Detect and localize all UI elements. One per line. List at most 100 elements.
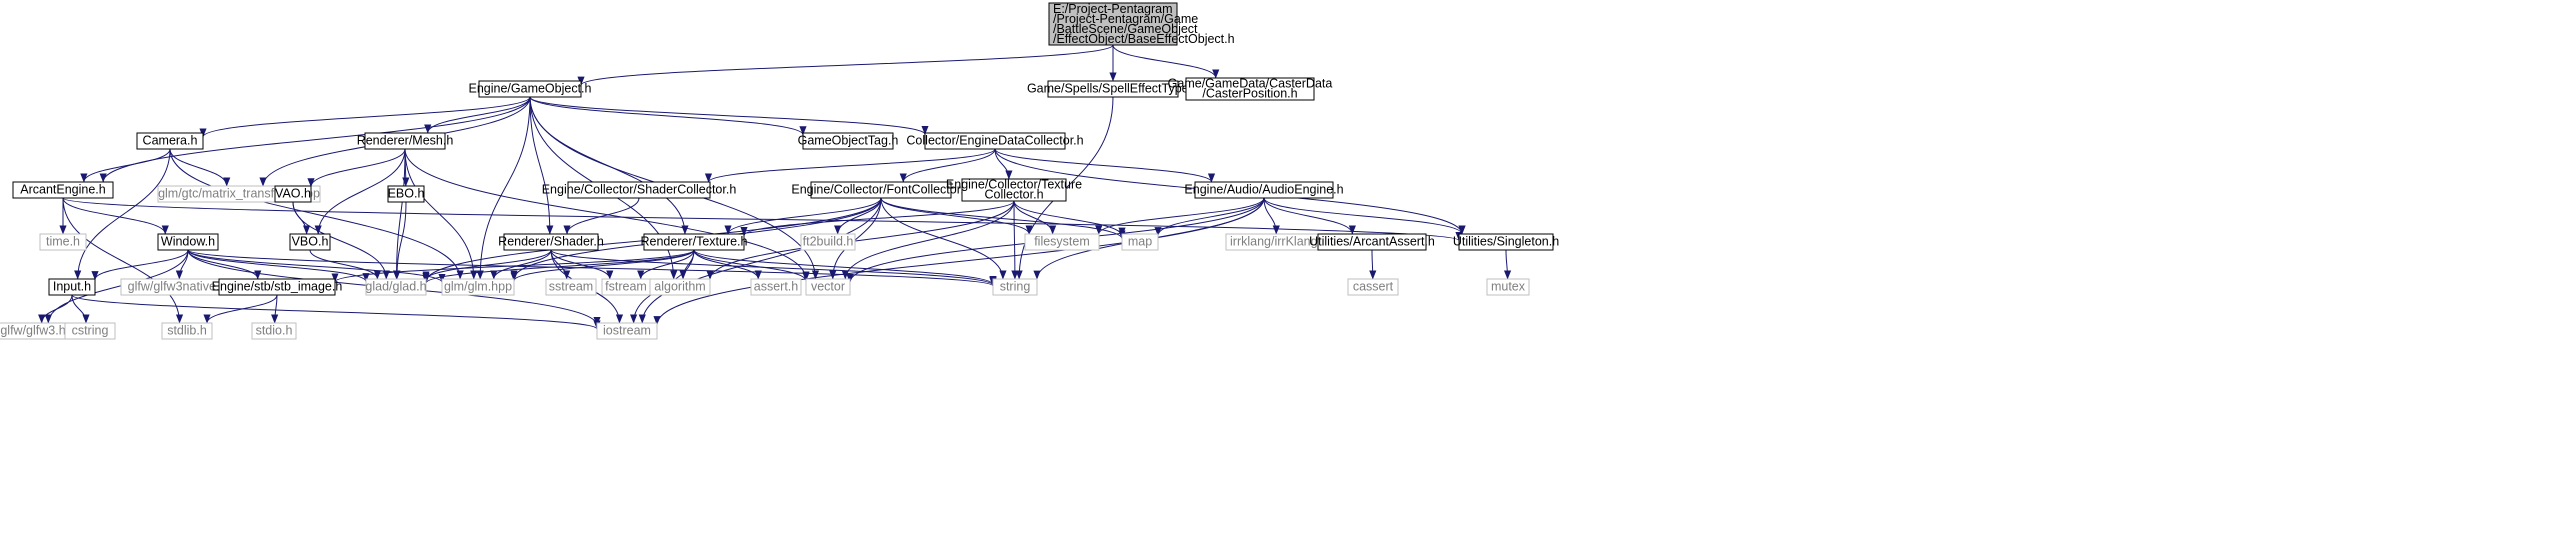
- node-box-string: [992, 278, 1038, 296]
- edge-fontcollector-to-iostream: [638, 197, 882, 324]
- node-label-mesh: Renderer/Mesh.h: [357, 134, 454, 148]
- node-label-texturecollector-line-1: Collector.h: [984, 188, 1043, 202]
- node-box-spelleffecttype: [1047, 80, 1179, 98]
- edge-fontcollector-to-string: [880, 197, 1007, 280]
- edge-gameobject-to-shader: [529, 96, 554, 235]
- node-box-mesh: [364, 132, 446, 150]
- node-label-vao: VAO.h: [275, 187, 311, 201]
- node-audioengine[interactable]: Engine/Audio/AudioEngine.h: [1184, 181, 1344, 199]
- node-box-root: [1048, 2, 1178, 46]
- node-arcantassert[interactable]: Utilities/ArcantAssert.h: [1309, 233, 1435, 251]
- node-box-vao: [274, 185, 312, 203]
- edge-enginedatacollector-to-fontcollector: [899, 148, 996, 183]
- node-label-vbo: VBO.h: [292, 235, 329, 249]
- node-label-texturecollector-line-0: Engine/Collector/Texture: [946, 178, 1082, 192]
- node-vao[interactable]: VAO.h: [274, 185, 312, 203]
- node-fontcollector[interactable]: Engine/Collector/FontCollector.h: [791, 181, 971, 199]
- node-label-shadercollector: Engine/Collector/ShaderCollector.h: [542, 183, 737, 197]
- edge-input-to-cstring: [71, 294, 90, 324]
- node-vector: vector: [805, 278, 851, 296]
- edge-mesh-to-vector: [404, 148, 810, 281]
- node-shader[interactable]: Renderer/Shader.h: [498, 233, 604, 251]
- node-root[interactable]: E:/Project-Pentagram/Project-Pentagram/G…: [1048, 2, 1235, 46]
- node-gameobject[interactable]: Engine/GameObject.h: [469, 80, 592, 98]
- edge-texture-to-vector: [693, 249, 810, 282]
- edge-gameobject-to-glmhpp: [476, 96, 531, 280]
- node-box-asserth: [750, 278, 802, 296]
- node-box-enginedatacollector: [924, 132, 1066, 150]
- node-ebo[interactable]: EBO.h: [387, 185, 425, 203]
- node-casterposition[interactable]: Game/GameData/CasterData/CasterPosition.…: [1168, 77, 1333, 101]
- node-label-irrklang: irrklang/irrKlang.h: [1230, 235, 1328, 249]
- edge-texturecollector-to-texture: [740, 200, 1015, 237]
- node-texture[interactable]: Renderer/Texture.h: [640, 233, 748, 251]
- node-label-ft2build: ft2build.h: [803, 235, 854, 249]
- node-arcantengine[interactable]: ArcantEngine.h: [12, 181, 114, 199]
- node-box-shadercollector: [567, 181, 711, 199]
- edge-mesh-to-vbo: [314, 148, 406, 235]
- edge-window-to-glfw3: [44, 249, 189, 324]
- node-label-stdio: stdio.h: [256, 324, 293, 338]
- edge-texture-to-fstream: [637, 249, 695, 280]
- edge-ebo-to-gladh: [393, 201, 407, 280]
- node-label-gladh: glad/glad.h: [365, 280, 426, 294]
- node-gameobjecttag[interactable]: GameObjectTag.h: [798, 132, 899, 150]
- node-asserth: assert.h: [750, 278, 802, 296]
- node-label-mutex: mutex: [1491, 280, 1526, 294]
- edge-audioengine-to-filesystem: [1095, 197, 1265, 235]
- node-window[interactable]: Window.h: [157, 233, 219, 251]
- node-spelleffecttype[interactable]: Game/Spells/SpellEffectType.h: [1027, 80, 1199, 98]
- edge-vbo-to-gladh: [309, 249, 381, 280]
- edge-arcantengine-to-singleton: [62, 197, 1463, 242]
- node-stbimage[interactable]: Engine/stb/stb_image.h: [212, 278, 343, 296]
- node-label-glfw3native: glfw/glfw3native.h: [128, 280, 227, 294]
- node-box-vbo: [289, 233, 331, 251]
- node-box-stdio: [251, 322, 297, 340]
- node-enginedatacollector[interactable]: Collector/EngineDataCollector.h: [906, 132, 1084, 150]
- node-box-gameobject: [478, 80, 582, 98]
- node-label-glfw3: glfw/glfw3.h: [0, 324, 65, 338]
- node-label-casterposition-line-0: Game/GameData/CasterData: [1168, 77, 1333, 91]
- edge-input-to-glfw3: [38, 294, 73, 324]
- node-mesh[interactable]: Renderer/Mesh.h: [357, 132, 454, 150]
- edge-gameobject-to-camera: [199, 96, 531, 138]
- edge-texture-to-asserth: [693, 249, 762, 280]
- edge-shader-to-string: [550, 249, 997, 286]
- edge-texturecollector-to-vector: [841, 200, 1015, 280]
- node-camera[interactable]: Camera.h: [136, 132, 204, 150]
- edge-fontcollector-to-texture: [724, 197, 882, 235]
- node-label-ebo: EBO.h: [388, 187, 425, 201]
- edge-input-to-iostream: [71, 294, 601, 330]
- edge-window-to-glmhpp: [187, 249, 446, 283]
- node-label-glmhpp: glm/glm.hpp: [444, 280, 512, 294]
- node-box-fontcollector: [810, 181, 952, 199]
- node-mutex: mutex: [1486, 278, 1530, 296]
- edge-root-to-gameobject: [577, 44, 1114, 86]
- node-label-root-line-0: E:/Project-Pentagram: [1053, 2, 1173, 16]
- node-gladh: glad/glad.h: [365, 278, 427, 296]
- edge-texturecollector-to-string: [1011, 200, 1019, 280]
- node-box-cassert: [1347, 278, 1399, 296]
- node-label-sstream: sstream: [549, 280, 593, 294]
- node-irrklang: irrklang/irrKlang.h: [1225, 233, 1333, 251]
- edge-enginedatacollector-to-texturecollector: [994, 148, 1013, 180]
- node-box-vector: [805, 278, 851, 296]
- node-box-texturecollector: [961, 178, 1067, 202]
- node-singleton[interactable]: Utilities/Singleton.h: [1453, 233, 1559, 251]
- edge-window-to-glfw3native: [175, 249, 189, 280]
- edge-audioengine-to-iostream: [653, 197, 1265, 326]
- node-box-stdlib: [161, 322, 213, 340]
- edge-vao-to-gladh: [292, 201, 390, 280]
- node-vbo[interactable]: VBO.h: [289, 233, 331, 251]
- node-label-string: string: [1000, 280, 1031, 294]
- node-shadercollector[interactable]: Engine/Collector/ShaderCollector.h: [542, 181, 737, 199]
- node-glmhpp: glm/glm.hpp: [441, 278, 515, 296]
- edge-stbimage-to-stdio: [271, 294, 279, 324]
- edge-gameobject-to-mesh: [424, 96, 531, 134]
- node-box-mutex: [1486, 278, 1530, 296]
- node-label-iostream: iostream: [603, 324, 651, 338]
- node-label-filesystem: filesystem: [1034, 235, 1090, 249]
- node-input[interactable]: Input.h: [48, 278, 96, 296]
